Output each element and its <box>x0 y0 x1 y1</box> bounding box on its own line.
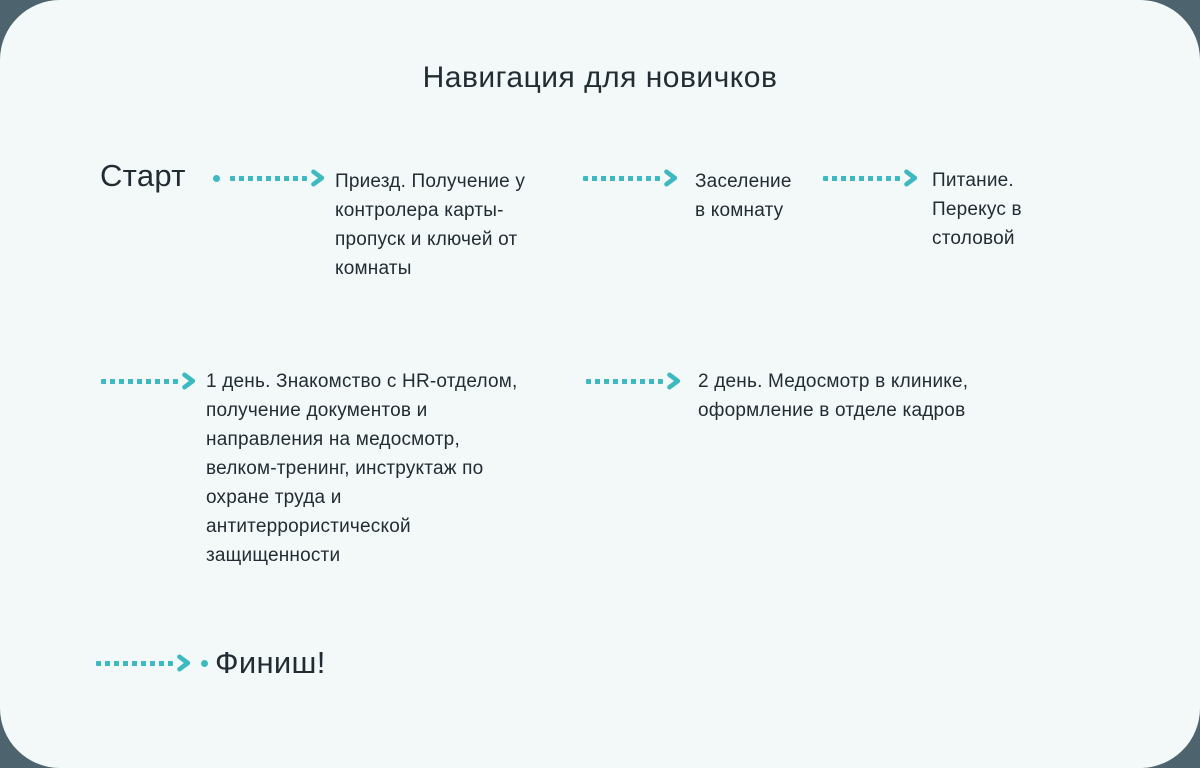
chevron-right-icon <box>664 169 678 187</box>
dotted-arrow-icon <box>213 169 325 187</box>
dotted-arrow-icon <box>583 169 678 187</box>
finish-label: Финиш! <box>215 645 326 680</box>
chevron-right-icon <box>311 169 325 187</box>
dotted-arrow-icon <box>101 372 196 390</box>
dotted-line <box>101 378 178 384</box>
dotted-line <box>823 175 900 181</box>
dotted-arrow-icon <box>586 372 681 390</box>
step-text: 2 день. Медосмотр в клинике, оформление … <box>698 371 969 421</box>
round-dot-icon <box>201 659 208 667</box>
dotted-line <box>96 660 173 666</box>
dotted-line <box>583 175 660 181</box>
step-text: Приезд. Получение у контролера карты- пр… <box>335 171 526 279</box>
start-label: Старт <box>100 158 186 193</box>
step-text: Питание. Перекус в столовой <box>932 170 1022 249</box>
dotted-line <box>230 175 307 181</box>
round-dot-icon <box>213 174 220 182</box>
chevron-right-icon <box>904 169 918 187</box>
step-text: 1 день. Знакомство с HR-отделом, получен… <box>206 371 518 566</box>
chevron-right-icon <box>182 372 196 390</box>
dotted-line <box>586 378 663 384</box>
dotted-arrow-icon <box>96 654 208 672</box>
step-text: Заселение в комнату <box>695 171 792 221</box>
chevron-right-icon <box>667 372 681 390</box>
chevron-right-icon <box>177 654 191 672</box>
page-title: Навигация для новичков <box>422 61 778 94</box>
dotted-arrow-icon <box>823 169 918 187</box>
